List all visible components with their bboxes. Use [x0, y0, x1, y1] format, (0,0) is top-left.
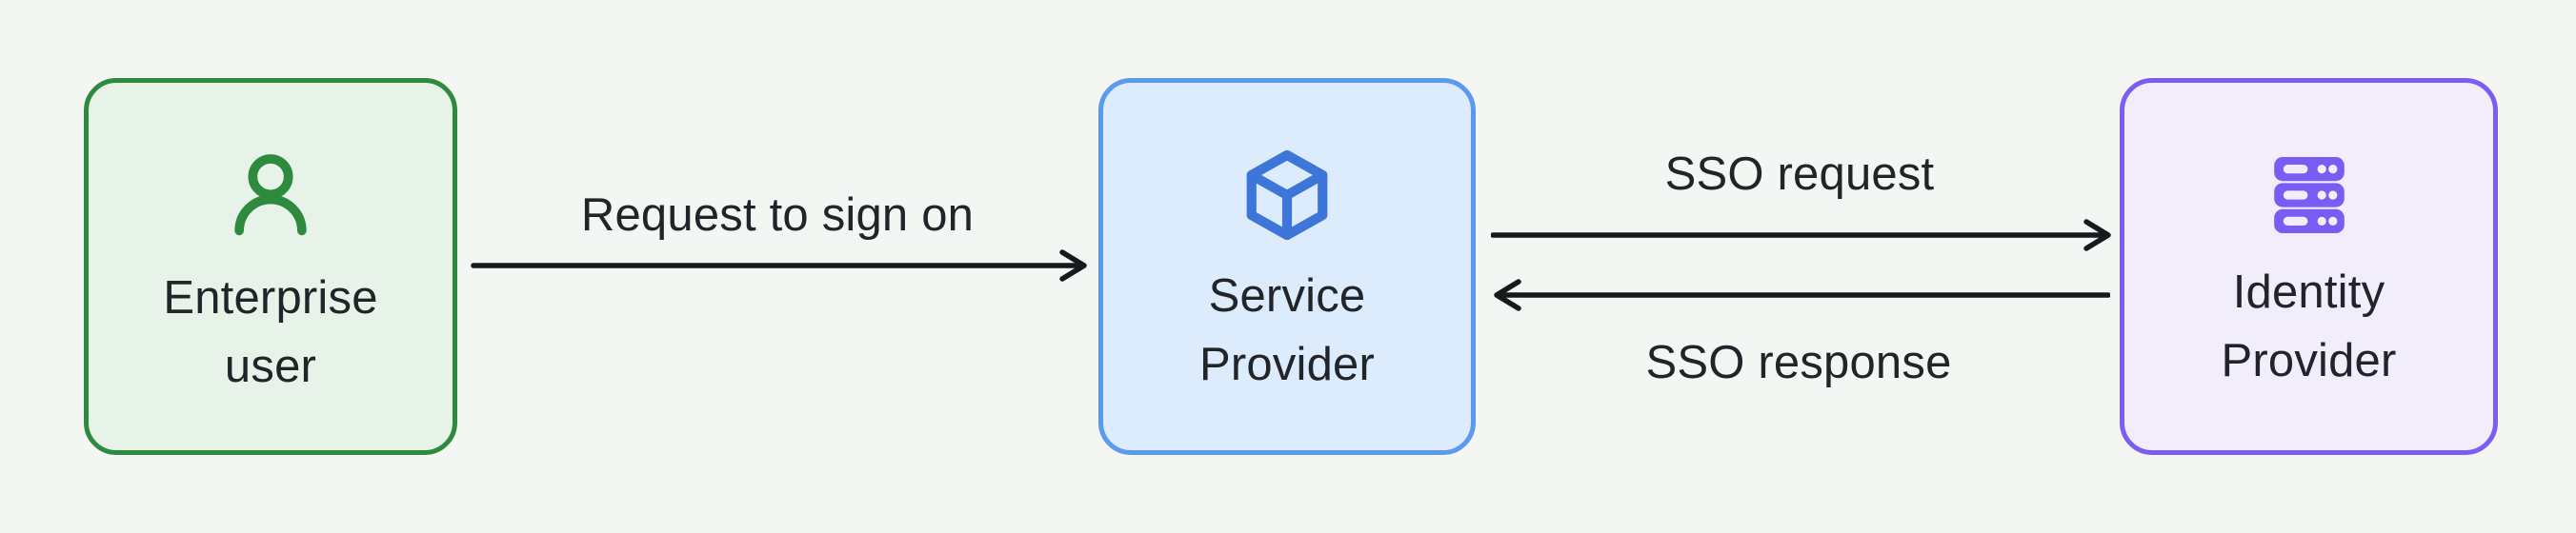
arrow-request-to-sign-on: [471, 249, 1087, 282]
node-label-service-provider: Service Provider: [1198, 269, 1376, 390]
user-icon: [234, 154, 307, 236]
node-label-identity-provider: Identity Provider: [2221, 266, 2397, 386]
edge-label-sso-response: SSO response: [1645, 337, 1952, 388]
server-icon: [2273, 156, 2345, 233]
arrow-sso-request: [1491, 219, 2111, 251]
node-label-enterprise-user: Enterprise user: [163, 271, 378, 392]
cube-icon: [1246, 149, 1328, 241]
node-enterprise-user: Enterprise user: [84, 78, 457, 455]
edge-label-request-to-sign-on: Request to sign on: [580, 189, 975, 241]
node-service-provider: Service Provider: [1098, 78, 1476, 455]
arrow-sso-response: [1494, 279, 2110, 311]
node-identity-provider: Identity Provider: [2120, 78, 2498, 455]
edge-label-sso-request: SSO request: [1664, 148, 1935, 200]
